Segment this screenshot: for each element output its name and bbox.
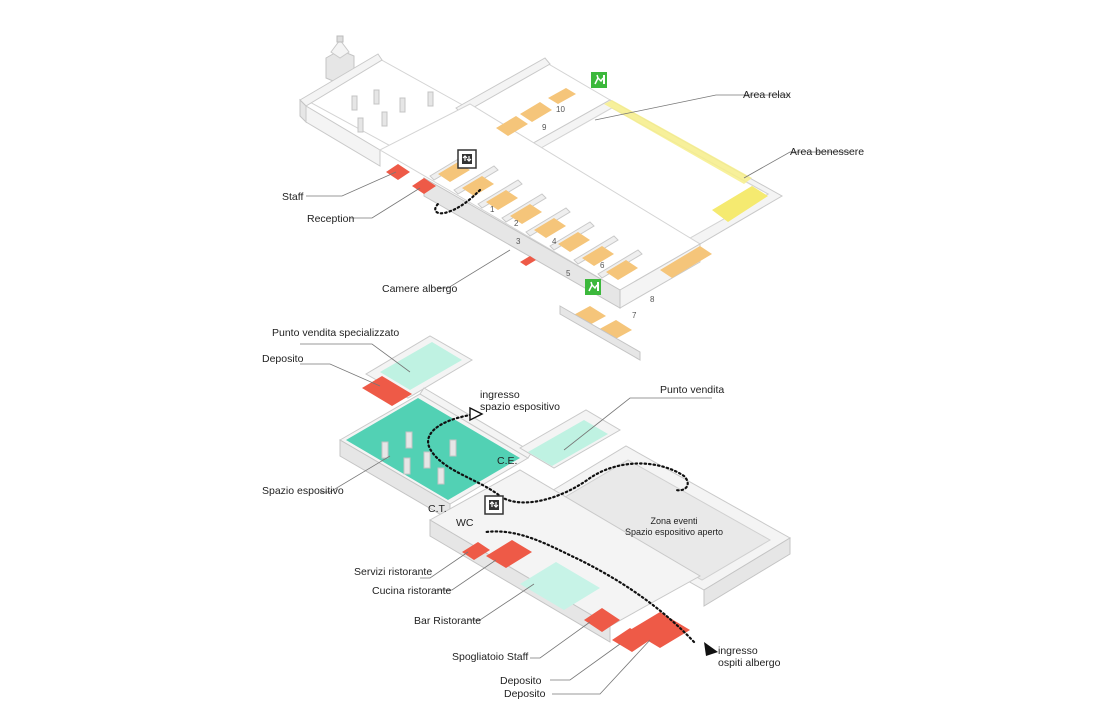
label-ingresso-spazio-2: spazio espositivo — [480, 401, 560, 413]
label-bar-ristorante: Bar Ristorante — [414, 615, 481, 627]
leader-reception — [350, 187, 421, 219]
label-spogliatoio-staff: Spogliatoio Staff — [452, 651, 528, 663]
svg-text:4: 4 — [552, 237, 557, 246]
svg-text:2: 2 — [514, 219, 519, 228]
label-area-relax: Area relax — [743, 89, 792, 101]
label-ct: C.T. — [428, 503, 447, 515]
leader-staff — [306, 171, 397, 197]
svg-text:5: 5 — [566, 269, 571, 278]
ingresso-spazio-arrow-icon — [469, 406, 484, 422]
label-staff: Staff — [282, 191, 303, 203]
area-relax-zone — [604, 100, 752, 184]
label-servizi-ristorante: Servizi ristorante — [354, 566, 432, 578]
label-punto-vendita-specializzato: Punto vendita specializzato — [272, 327, 399, 339]
label-deposito-1: Deposito — [500, 675, 542, 687]
leader-bar-ristorante — [468, 583, 535, 621]
exhibition-entry-path — [427, 412, 689, 504]
leader-camere — [438, 249, 511, 289]
svg-text:1: 1 — [490, 205, 495, 214]
leader-area-benessere — [743, 151, 850, 179]
deposito-area-2 — [630, 612, 690, 648]
label-deposito-top: Deposito — [262, 353, 304, 365]
elevator-icon — [484, 495, 504, 515]
svg-text:7: 7 — [632, 311, 637, 320]
label-spazio-espositivo: Spazio espositivo — [262, 485, 344, 497]
spogliatoio-staff-area — [584, 608, 620, 632]
leader-spazio-espositivo — [320, 455, 391, 493]
leader-cucina-ristorante — [436, 559, 497, 591]
label-ingresso-spazio-1: ingresso — [480, 389, 520, 401]
leader-area-relax — [594, 94, 790, 121]
ingresso-ospiti-arrow-icon — [704, 642, 718, 656]
upper-floor-plan: 1 2 3 4 5 6 7 8 9 10 — [282, 35, 864, 361]
punto-vendita-specializzato-area — [380, 342, 462, 390]
leader-punto-vendita — [563, 397, 712, 451]
label-deposito-2: Deposito — [504, 688, 546, 700]
lower-floor-plan: Punto vendita specializzato Deposito ing… — [262, 327, 791, 700]
label-cucina-ristorante: Cucina ristorante — [372, 585, 452, 597]
hotel-rooms — [438, 88, 712, 342]
label-punto-vendita: Punto vendita — [660, 384, 724, 396]
upper-hall-pillars — [351, 89, 434, 133]
reception-room — [412, 178, 436, 194]
label-zona-eventi-1: Zona eventi — [650, 516, 697, 526]
svg-text:3: 3 — [516, 237, 521, 246]
deposito-area-1 — [612, 628, 650, 652]
emergency-exit-icon — [585, 279, 601, 295]
bar-ristorante-area — [520, 562, 600, 610]
upper-guest-path — [434, 188, 482, 215]
staff-room — [386, 164, 410, 180]
label-ingresso-ospiti-1: ingresso — [718, 645, 758, 657]
guest-entry-path — [484, 530, 696, 644]
svg-text:8: 8 — [650, 295, 655, 304]
small-service-room — [520, 256, 536, 266]
elevator-icon — [457, 149, 477, 169]
svg-text:9: 9 — [542, 123, 547, 132]
servizi-ristorante-area — [462, 542, 490, 560]
svg-text:10: 10 — [556, 105, 565, 114]
label-zona-eventi-2: Spazio espositivo aperto — [625, 527, 723, 537]
area-benessere-zone — [712, 186, 768, 222]
label-area-benessere: Area benessere — [790, 146, 864, 158]
svg-text:6: 6 — [600, 261, 605, 270]
leader-deposito-2 — [552, 639, 651, 695]
label-camere-albergo: Camere albergo — [382, 283, 457, 295]
label-ingresso-ospiti-2: ospiti albergo — [718, 657, 781, 669]
leader-spogliatoio-staff — [530, 621, 591, 659]
cucina-ristorante-area — [486, 540, 532, 568]
spazio-espositivo-area — [346, 398, 520, 500]
exhibition-pillars — [381, 431, 457, 485]
leader-deposito-1 — [550, 643, 621, 681]
label-reception: Reception — [307, 213, 354, 225]
leader-deposito-top — [300, 363, 381, 387]
label-ce: C.E. — [497, 455, 517, 467]
leader-punto-vendita-specializzato — [300, 343, 411, 373]
room-number-labels: 1 2 3 4 5 6 7 8 9 10 — [490, 105, 655, 320]
label-wc: WC — [456, 517, 474, 529]
leader-servizi-ristorante — [420, 551, 469, 579]
emergency-exit-icon — [591, 72, 607, 88]
